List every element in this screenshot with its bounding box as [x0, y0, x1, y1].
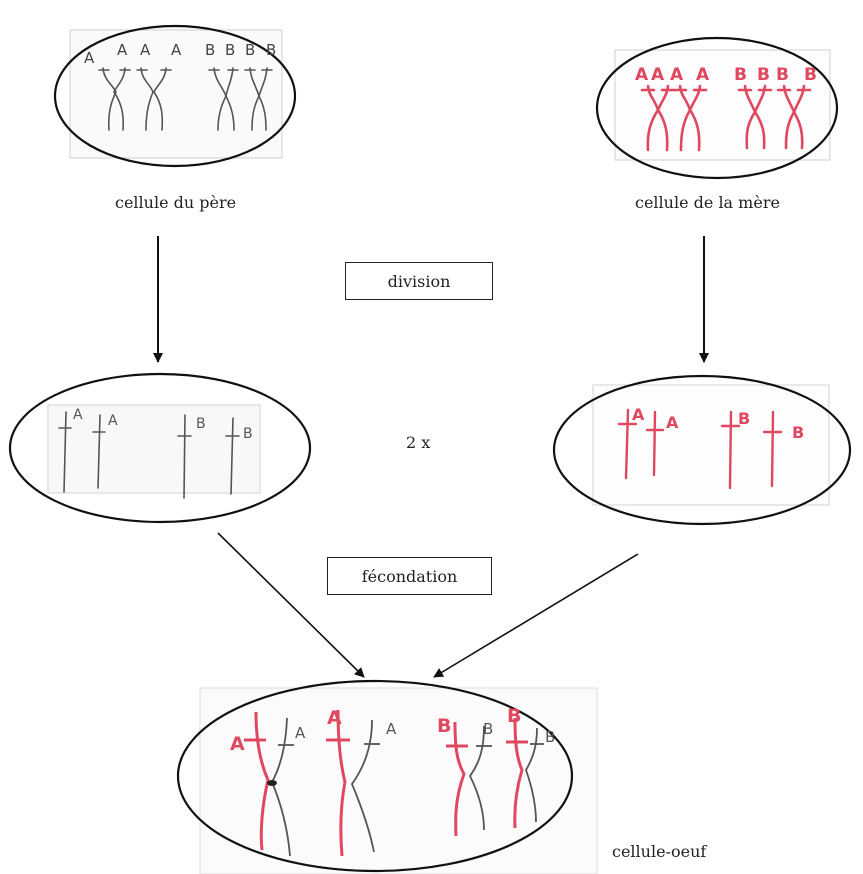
allele-label: B	[804, 65, 817, 85]
egg-cell-label: cellule-oeuf	[612, 842, 707, 861]
father-allele-letters: A A A A B B B B	[84, 41, 276, 67]
fecondation-arrow-left	[217, 532, 365, 678]
division-label-box: division	[345, 262, 493, 300]
division-label: division	[387, 271, 451, 291]
allele-label: A	[327, 707, 342, 729]
paternal-chromosome	[468, 725, 485, 831]
cell-outline	[176, 679, 574, 873]
allele-label: B	[243, 426, 253, 442]
allele-label: A	[651, 65, 665, 85]
photo-frame	[47, 404, 261, 494]
allele-label: A	[84, 49, 95, 67]
allele-label: A	[108, 413, 118, 429]
father-chromosomes	[98, 67, 273, 131]
allele-label: B	[734, 65, 747, 85]
fecondation-label-box: fécondation	[327, 557, 492, 595]
paternal-chromosome	[350, 719, 375, 853]
allele-label: A	[696, 65, 710, 85]
times-two-label: 2 x	[406, 433, 431, 452]
allele-label: B	[545, 728, 555, 746]
mother-gamete-letters: A A B B	[632, 405, 804, 442]
allele-label: B	[776, 65, 789, 85]
allele-label: A	[666, 413, 679, 432]
maternal-chromosome	[513, 717, 524, 829]
photo-frame	[69, 29, 283, 159]
allele-label: A	[140, 41, 151, 59]
maternal-chromosome	[254, 711, 270, 851]
mother-gamete: A A B B	[552, 374, 852, 526]
allele-label: B	[757, 65, 770, 85]
cell-outline	[595, 36, 839, 180]
mother-allele-letters: A A A A B B B B	[635, 65, 817, 85]
maternal-chromosome	[453, 721, 466, 837]
fecondation-arrow-right	[433, 553, 639, 678]
mother-cell-label: cellule de la mère	[635, 193, 780, 212]
father-gamete: A A B B	[8, 372, 312, 524]
allele-label: B	[205, 41, 215, 59]
allele-label: B	[266, 41, 276, 59]
mother-gamete-chromosomes	[617, 408, 783, 490]
photo-frame	[199, 687, 598, 874]
allele-label: A	[171, 41, 182, 59]
allele-label: A	[635, 65, 649, 85]
allele-label: B	[437, 715, 451, 737]
chiasma	[267, 780, 277, 786]
allele-label: B	[792, 423, 804, 442]
cell-outline	[8, 372, 312, 524]
father-cell-label: cellule du père	[115, 193, 237, 212]
allele-label: A	[670, 65, 684, 85]
allele-label: A	[295, 724, 306, 742]
photo-frame	[614, 49, 831, 161]
allele-label: A	[73, 407, 83, 423]
cell-outline	[53, 24, 297, 168]
allele-label: A	[117, 41, 128, 59]
fecondation-label: fécondation	[361, 566, 458, 586]
allele-label: A	[230, 733, 245, 755]
mother-chromosomes	[640, 84, 812, 152]
allele-label: B	[245, 41, 255, 59]
allele-label: B	[483, 720, 493, 738]
maternal-chromosome	[336, 709, 347, 857]
egg-cell: A A A A B B B B	[176, 679, 598, 874]
allele-label: B	[507, 705, 521, 727]
allele-label: A	[386, 720, 397, 738]
father-cell: A A A A B B B B	[53, 24, 297, 168]
cell-outline	[552, 374, 852, 526]
allele-label: A	[632, 405, 645, 424]
father-gamete-letters: A A B B	[73, 407, 253, 442]
photo-frame	[592, 384, 830, 506]
mother-cell: A A A A B B B B	[595, 36, 839, 180]
paternal-chromosome	[525, 727, 538, 823]
allele-label: B	[738, 409, 750, 428]
allele-label: B	[225, 41, 235, 59]
egg-cell-letters: A A A A B B B B	[230, 705, 555, 755]
allele-label: B	[196, 416, 206, 432]
father-gamete-chromosomes	[58, 411, 240, 499]
